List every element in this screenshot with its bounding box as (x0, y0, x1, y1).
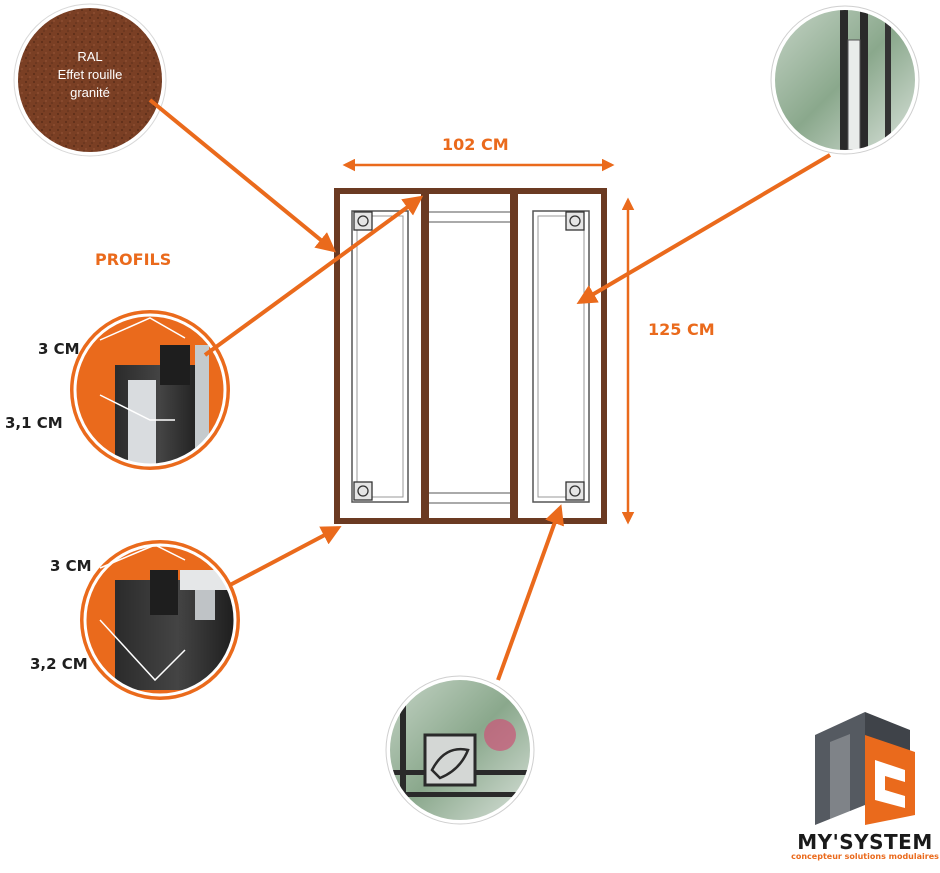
ral-label-line1: RAL (77, 49, 103, 64)
brand-name: MY'SYSTEM (797, 830, 933, 854)
corner-ornament-bottom-right (565, 481, 585, 501)
profile-2-circle (80, 540, 240, 700)
profile-2-dim-b (99, 619, 186, 682)
profile-2-dim-a (99, 544, 186, 569)
profile-2-label-a: 3 CM (50, 557, 92, 575)
height-label: 125 CM (648, 320, 715, 339)
profile-1-dim-b (99, 394, 175, 421)
brand-logo (815, 712, 915, 825)
profile-2-callout-arrow (229, 526, 342, 587)
corner-ornament-bottom-left (353, 481, 373, 501)
profile-2-label-b: 3,2 CM (30, 655, 88, 673)
profile-1-label-b: 3,1 CM (5, 414, 63, 432)
profile-1-label-a: 3 CM (38, 340, 80, 358)
window-frame (334, 188, 607, 524)
profile-1-circle (70, 310, 230, 470)
profiles-title: PROFILS (95, 250, 172, 269)
ral-callout-arrow (148, 98, 337, 253)
corner-ornament-top-left (353, 211, 373, 231)
brand-block: MY'SYSTEM concepteur solutions modulaire… (785, 830, 940, 861)
corner-ornament-top-right (565, 211, 585, 231)
bar-detail-photo (770, 5, 920, 155)
profile-1-callout-arrow (203, 195, 424, 357)
ral-label-line3: granité (70, 85, 110, 100)
brand-tagline: concepteur solutions modulaires (791, 852, 939, 861)
bar-detail-callout-arrow (576, 153, 832, 305)
corner-callout-arrow (496, 504, 564, 681)
ral-swatch-circle (13, 3, 167, 157)
width-label: 102 CM (442, 135, 509, 154)
ral-label-line2: Effet rouille (57, 67, 123, 82)
ral-finish-label: RAL Effet rouille granité (40, 48, 140, 102)
profile-1-dim-a (99, 317, 186, 341)
corner-ornament-photo (385, 675, 535, 825)
